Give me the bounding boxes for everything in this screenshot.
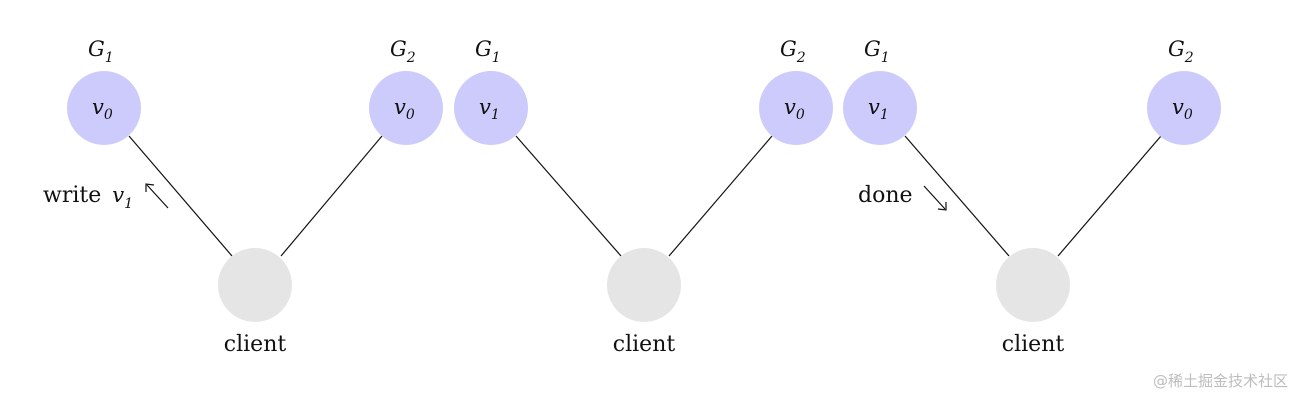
panel-3: G1 G2 v1 v0 client done xyxy=(843,37,1221,357)
edge-g1-client xyxy=(515,135,622,257)
client-node xyxy=(607,248,681,322)
client-node xyxy=(218,248,292,322)
g1-value: v0 xyxy=(92,95,113,123)
client-label: client xyxy=(1002,332,1065,357)
client-label: client xyxy=(613,332,676,357)
write-annotation: write v1 xyxy=(43,183,133,212)
edge-g2-client xyxy=(668,135,773,257)
g1-value: v1 xyxy=(868,95,889,123)
g2-label: G2 xyxy=(780,37,806,66)
g1-label: G1 xyxy=(864,37,890,66)
server-node-g2 xyxy=(759,71,833,145)
edge-g1-client xyxy=(128,135,233,257)
server-node-g1 xyxy=(67,71,141,145)
server-node-g1 xyxy=(454,71,528,145)
panel-2: G1 G2 v1 v0 client xyxy=(454,37,833,357)
server-node-g2 xyxy=(1147,71,1221,145)
client-label: client xyxy=(224,332,287,357)
g1-value: v1 xyxy=(479,95,500,123)
g2-label: G2 xyxy=(1168,37,1194,66)
g2-value: v0 xyxy=(394,95,415,123)
panel-1: G1 G2 v0 v0 client write v1 xyxy=(43,37,443,357)
g1-label: G1 xyxy=(475,37,501,66)
g2-label: G2 xyxy=(390,37,416,66)
edge-g1-client xyxy=(904,135,1010,257)
up-left-arrow-icon xyxy=(145,183,169,209)
edge-g2-client xyxy=(280,135,383,257)
down-right-arrow-icon xyxy=(923,185,947,211)
done-annotation: done xyxy=(858,183,913,208)
client-node xyxy=(996,248,1070,322)
g1-label: G1 xyxy=(88,37,114,66)
g2-value: v0 xyxy=(784,95,805,123)
watermark: @稀土掘金技术社区 xyxy=(1153,372,1288,390)
edge-g2-client xyxy=(1057,135,1162,257)
g2-value: v0 xyxy=(1172,95,1193,123)
server-node-g2 xyxy=(369,71,443,145)
server-node-g1 xyxy=(843,71,917,145)
